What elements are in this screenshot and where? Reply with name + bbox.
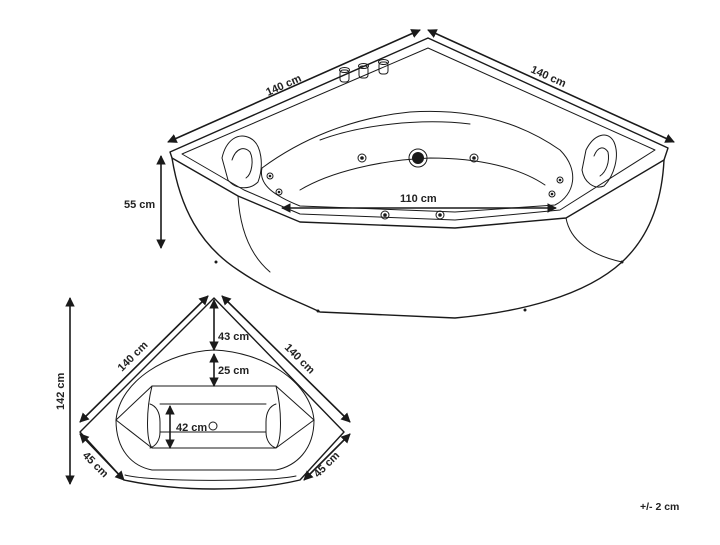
dim-height-label: 55 cm (124, 199, 155, 211)
dimension-top-right: 140 cm (427, 29, 675, 143)
dim-plan-back-gap-label: 43 cm (218, 331, 249, 343)
plan-basin-floor (147, 385, 281, 449)
dimension-height: 55 cm (124, 155, 166, 249)
plan-step-right (265, 403, 277, 449)
dimension-inner-width: 110 cm (281, 193, 557, 213)
headrest-right-inner (593, 147, 609, 177)
dim-plan-front-left-label: 45 cm (80, 450, 111, 481)
dim-plan-bottom-label: 42 cm (176, 422, 207, 434)
bathtub-plan-view (79, 297, 345, 490)
headrest-right (581, 134, 617, 188)
skirt-crease-right (565, 217, 623, 263)
plan-step-left (149, 403, 161, 449)
dim-top-left-label: 140 cm (264, 73, 303, 99)
plan-outer (79, 297, 345, 490)
dim-plan-front-right-label: 45 cm (312, 449, 343, 480)
plan-basin-diagonals (115, 385, 315, 449)
dim-inner-width-label: 110 cm (400, 193, 437, 205)
dimension-plan-back-gap: 43 cm (209, 299, 249, 351)
drain-icon (408, 148, 428, 168)
plan-basin (115, 349, 315, 471)
dim-plan-seat-label: 25 cm (218, 365, 249, 377)
bathtub-3d-view (169, 37, 669, 319)
dim-plan-depth-label: 142 cm (55, 372, 67, 410)
skirt-bolts (214, 260, 624, 313)
basin-floor-curve (299, 157, 546, 191)
dimension-plan-bottom: 42 cm (165, 405, 207, 449)
tub-skirt (171, 157, 665, 319)
plan-drain-icon (208, 421, 218, 431)
dimension-plan-depth: 142 cm (55, 297, 75, 485)
tolerance-note: +/- 2 cm (640, 501, 679, 513)
plan-front-curve (124, 474, 297, 481)
dimension-plan-seat: 25 cm (209, 353, 249, 387)
dimension-plan-front-left: 45 cm (79, 433, 125, 481)
dimension-plan-right: 140 cm (221, 295, 351, 423)
dim-top-right-label: 140 cm (529, 64, 568, 90)
skirt-crease-left (237, 195, 271, 273)
headrest-left (221, 135, 262, 189)
dimension-plan-left: 140 cm (79, 295, 209, 423)
headrest-left-inner (231, 148, 253, 179)
jet-nozzles (266, 153, 564, 220)
basin-back-curve (319, 121, 471, 141)
